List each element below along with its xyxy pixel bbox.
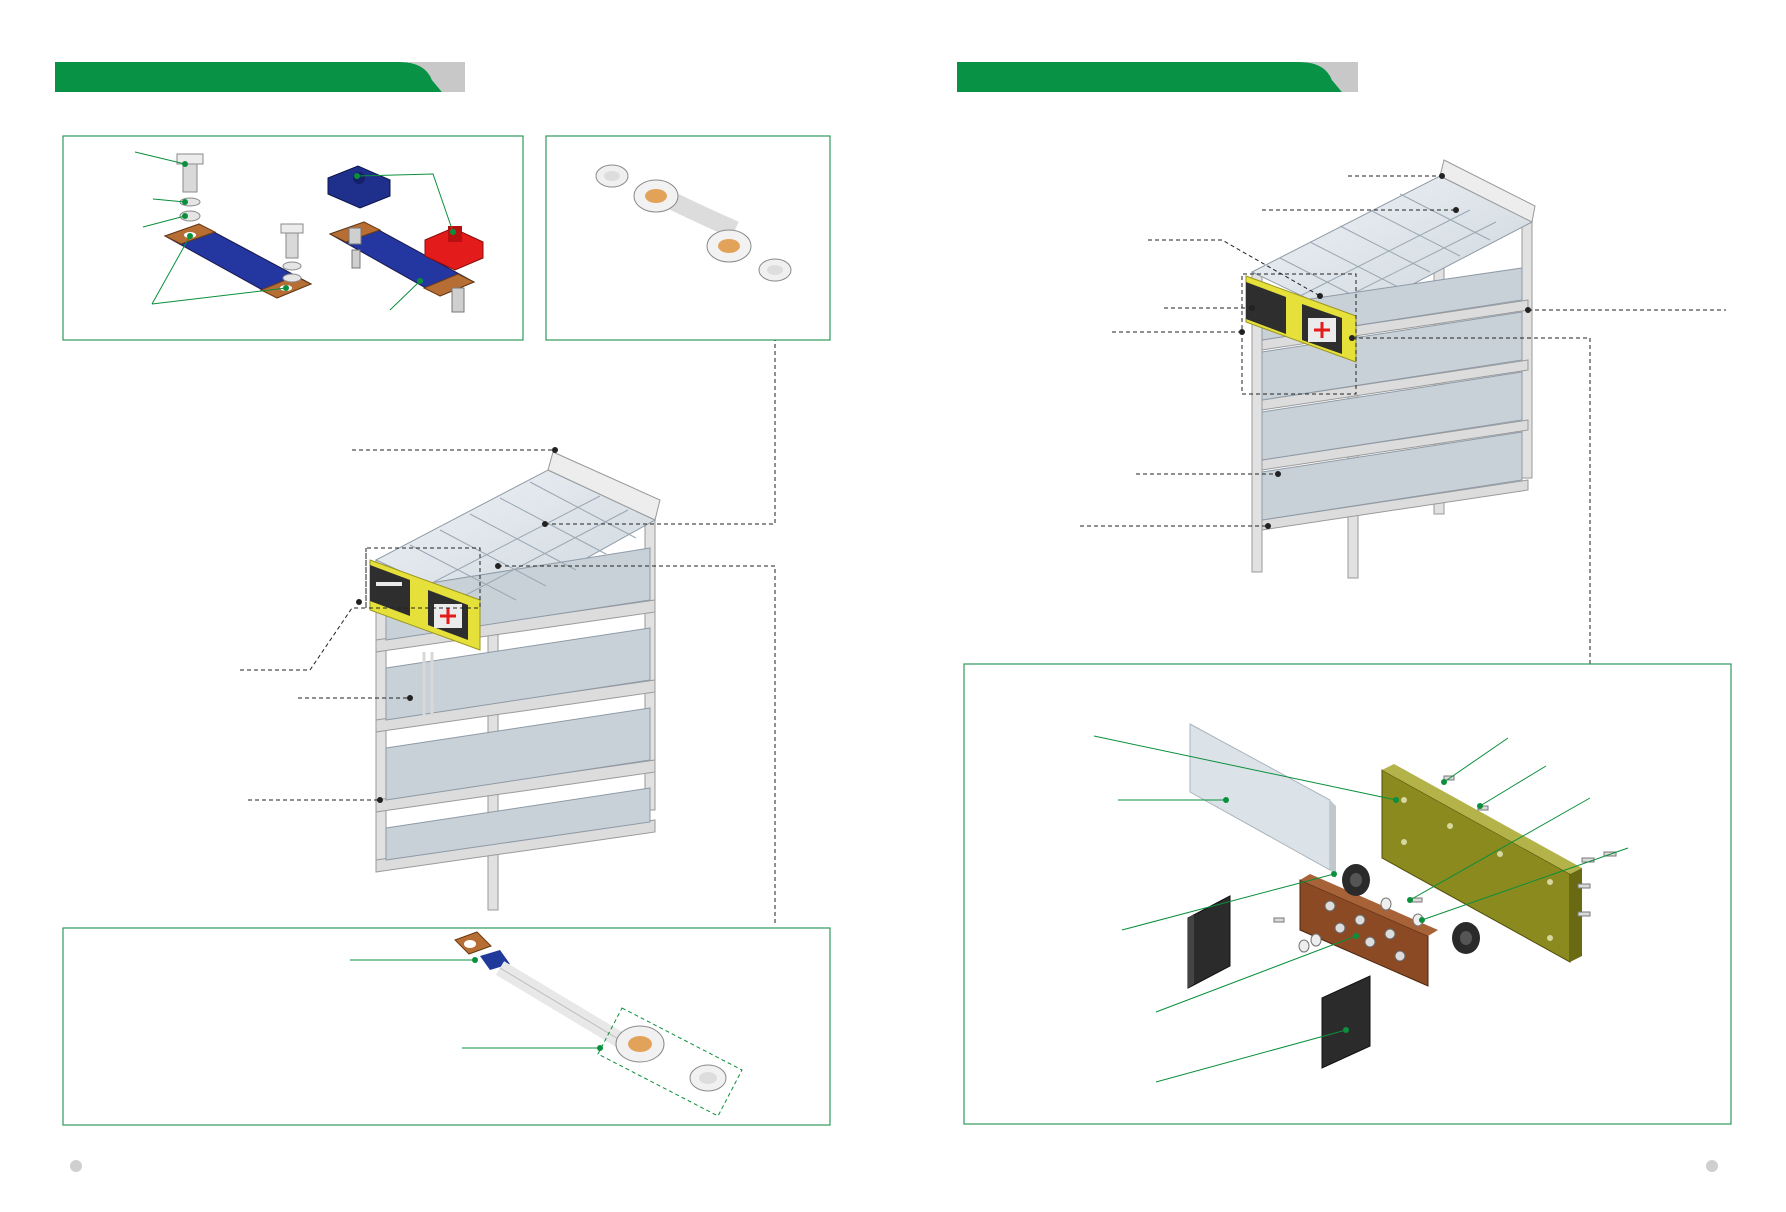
right-shelves bbox=[1261, 267, 1529, 531]
busbar-callout-dots bbox=[182, 161, 456, 291]
insulator-pad-left-icon bbox=[1187, 895, 1231, 989]
left-rack-leaders bbox=[240, 340, 776, 924]
copper-busbar-icon bbox=[1299, 874, 1438, 987]
exploded-callout-lines bbox=[1093, 735, 1629, 1083]
cable-assembly-callouts bbox=[350, 959, 600, 1049]
battery-rack-left bbox=[369, 451, 661, 911]
page-dot-right bbox=[1706, 1160, 1718, 1172]
bolt-icon bbox=[176, 153, 204, 222]
terminal-cover-red-icon bbox=[424, 226, 484, 271]
terminal-cover-blue-icon bbox=[327, 165, 391, 209]
right-terminal-box bbox=[1245, 275, 1357, 363]
bolt-icon-2 bbox=[280, 223, 304, 283]
busbar-kit-panel bbox=[62, 135, 524, 341]
page-dot-left bbox=[70, 1160, 82, 1172]
insulator-pad-bottom-icon bbox=[1321, 975, 1371, 1069]
battery-rows bbox=[385, 547, 651, 861]
cable-assembly-icon bbox=[454, 931, 743, 1117]
battery-rack-right bbox=[1245, 159, 1536, 579]
right-top-grid bbox=[1279, 193, 1497, 309]
left-header-bar bbox=[55, 62, 465, 92]
terminal-exploded-panel bbox=[963, 663, 1732, 1125]
cable-lug-panel bbox=[545, 135, 831, 341]
rack-shelves bbox=[374, 469, 657, 873]
exploded-callout-dots bbox=[1223, 779, 1483, 1033]
left-rack-leader-dots bbox=[356, 447, 558, 803]
right-header-bar bbox=[957, 62, 1358, 92]
terminal-post-icon bbox=[1342, 864, 1480, 954]
cable-assembly-panel bbox=[62, 927, 831, 1126]
busbar-right-icon bbox=[328, 221, 476, 313]
clear-cover-icon bbox=[1189, 723, 1336, 878]
cable-lug-icon bbox=[595, 164, 792, 282]
top-cell-grid bbox=[409, 481, 637, 601]
busbar-callout-lines bbox=[134, 151, 454, 311]
mounting-plate-icon bbox=[1381, 764, 1582, 963]
terminal-box bbox=[369, 559, 481, 651]
right-rack-leader-dots bbox=[1239, 173, 1531, 529]
